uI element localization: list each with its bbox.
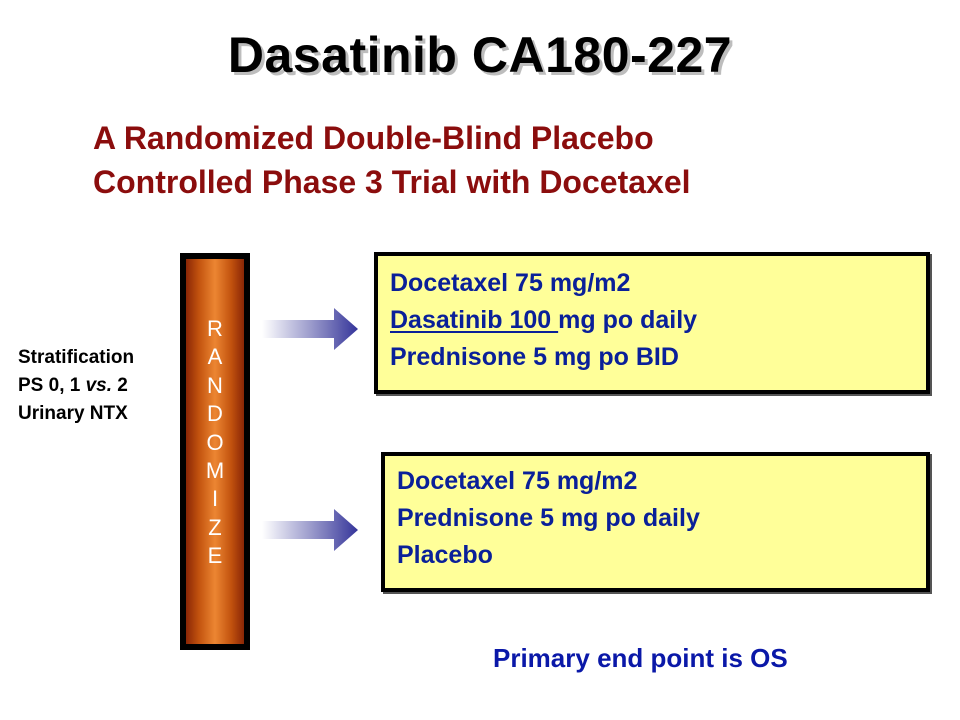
randomize-letter: Z	[208, 514, 222, 540]
arrow-right-icon	[262, 308, 358, 350]
arm2-prednisone: Prednisone 5 mg po daily	[397, 504, 700, 532]
primary-endpoint: Primary end point is OS	[493, 643, 788, 673]
randomize-letter: R	[207, 316, 223, 341]
randomize-bar: R A N D O M I Z E	[180, 253, 250, 650]
treatment-arm-placebo: Docetaxel 75 mg/m2 Prednisone 5 mg po da…	[381, 452, 930, 592]
slide-title: Dasatinib CA180-227	[227, 27, 733, 83]
stratification-ntx: Urinary NTX	[18, 403, 128, 424]
subtitle-line-1: A Randomized Double-Blind Placebo	[93, 120, 654, 156]
subtitle-line-2: Controlled Phase 3 Trial with Docetaxel	[93, 164, 691, 200]
randomize-letter: A	[207, 344, 223, 370]
arm2-placebo: Placebo	[397, 541, 493, 569]
arm1-docetaxel: Docetaxel 75 mg/m2	[390, 269, 631, 297]
randomize-letter: M	[205, 458, 225, 484]
randomize-letter: E	[207, 543, 223, 569]
arm1-prednisone: Prednisone 5 mg po BID	[390, 343, 679, 371]
randomize-letter: N	[207, 372, 223, 398]
stratification-label: Stratification	[18, 347, 135, 368]
stratification-ps-suffix: 2	[112, 375, 128, 396]
randomize-letters: R A N D O M I Z E	[186, 315, 244, 571]
stratification-vs: vs.	[85, 375, 113, 396]
slide-subtitle: A Randomized Double-Blind Placebo Contro…	[93, 116, 691, 204]
stratification-ps: PS 0, 1 vs. 2	[18, 372, 134, 400]
arm1-dasatinib-dose: Dasatinib 100	[390, 306, 559, 334]
randomize-letter: I	[211, 486, 219, 512]
randomize-letter: O	[206, 429, 224, 455]
arrow-right-icon	[262, 509, 358, 551]
treatment-arm-dasatinib: Docetaxel 75 mg/m2 Dasatinib 100 mg po d…	[374, 252, 930, 394]
arm1-dasatinib: Dasatinib 100 mg po daily	[390, 302, 926, 339]
stratification-ps-prefix: PS 0, 1	[18, 375, 86, 396]
stratification-block: Stratification PS 0, 1 vs. 2 Urinary NTX	[18, 344, 134, 428]
arm1-dasatinib-schedule: mg po daily	[558, 306, 698, 334]
randomize-letter: D	[207, 401, 223, 427]
arm2-docetaxel: Docetaxel 75 mg/m2	[397, 467, 638, 495]
